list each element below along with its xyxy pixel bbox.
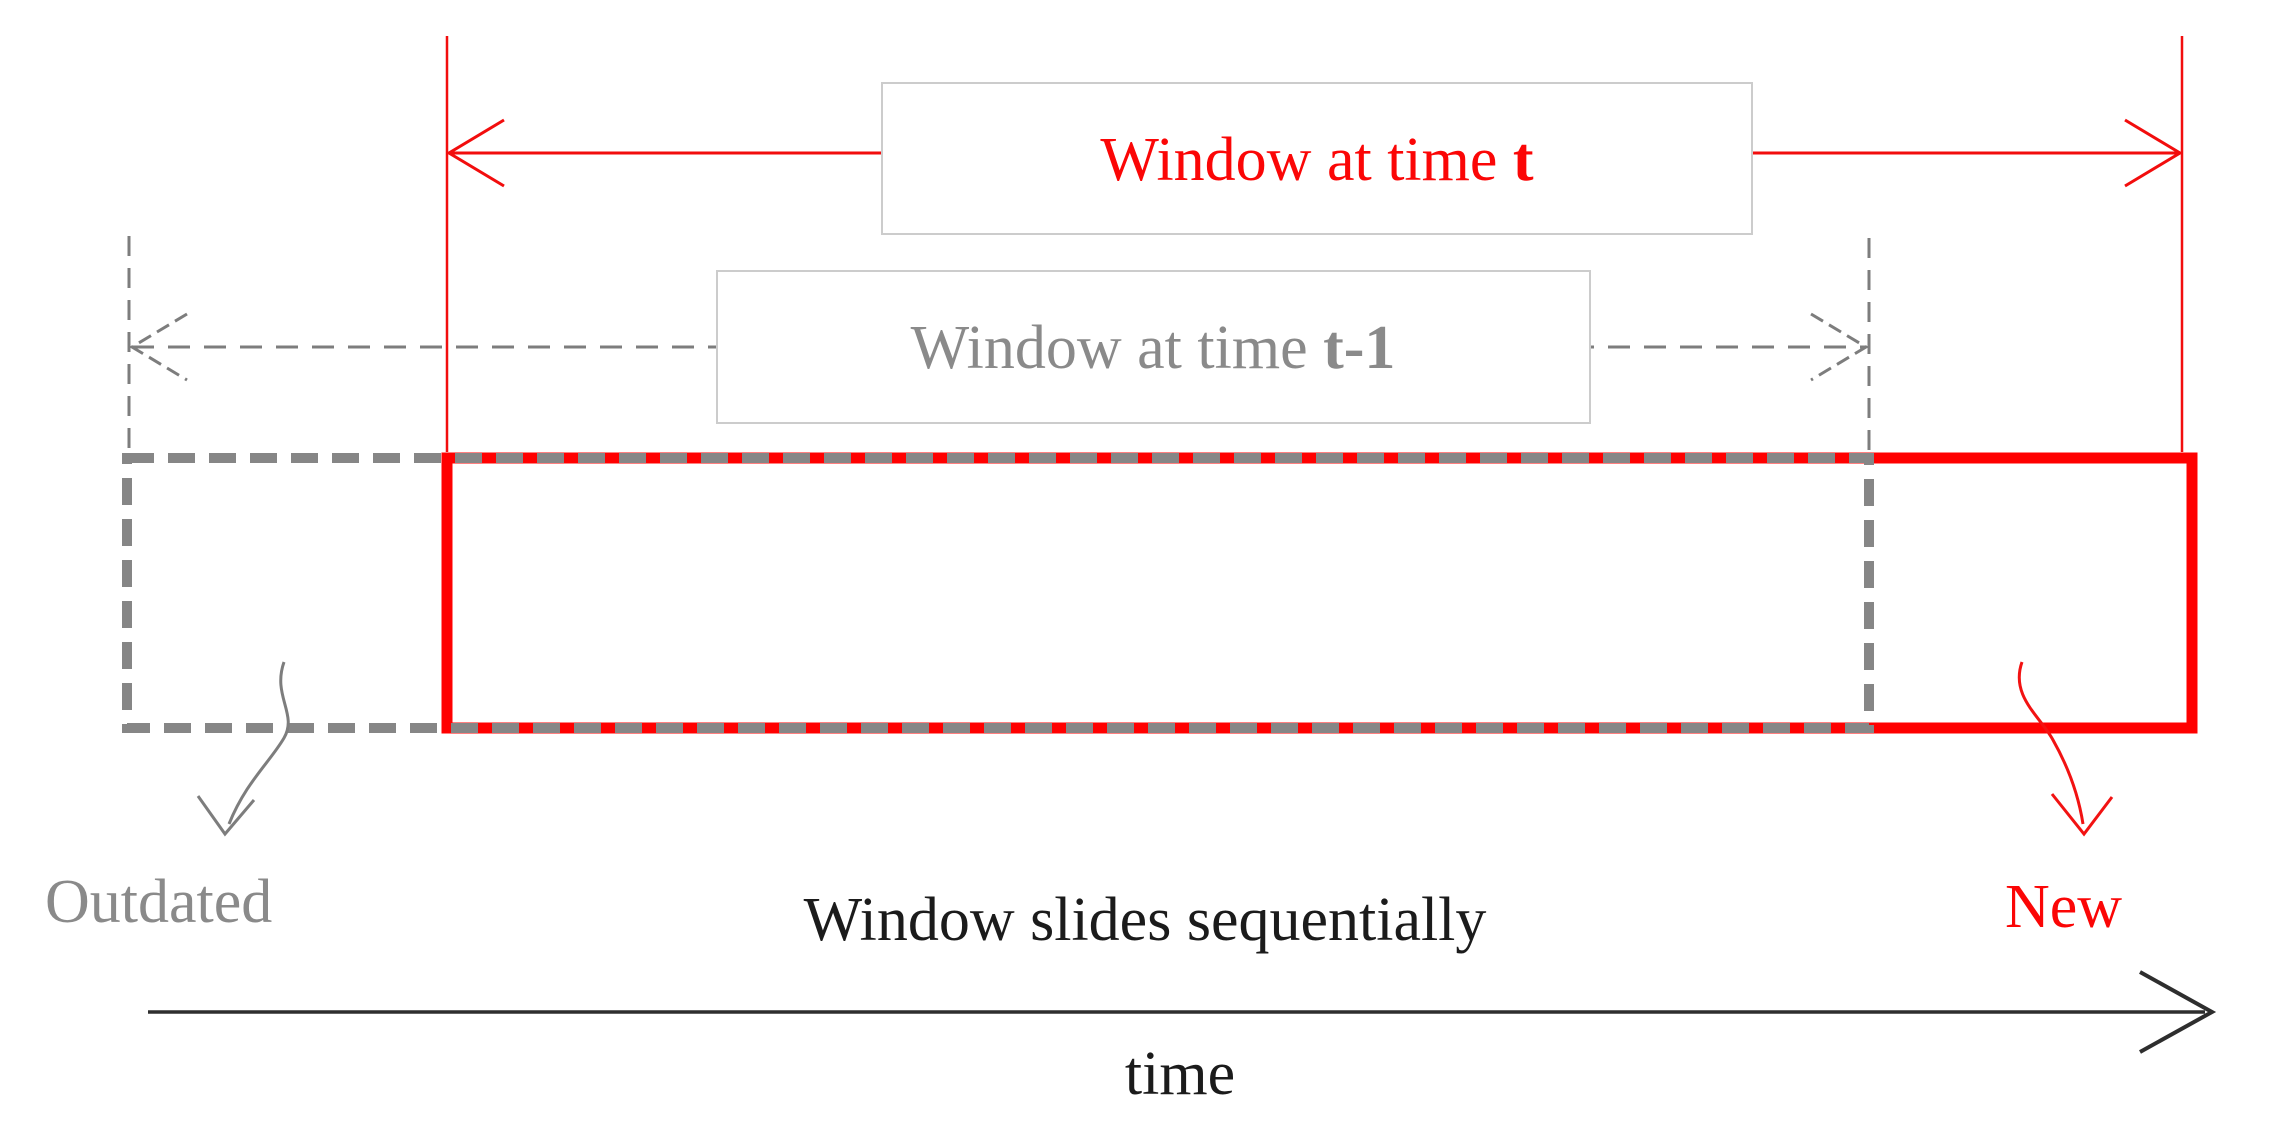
time-axis-arrow-black	[148, 970, 2217, 1054]
window-t-label-text: Window at time t	[1100, 126, 1533, 194]
window-t-rect	[441, 452, 2198, 734]
time-axis-label: time	[1125, 1040, 1235, 1108]
window-t-label-box: Window at time t	[881, 82, 1753, 235]
curvy-callout-arrow-gray	[196, 661, 290, 837]
curvy-callout-arrow-red	[2017, 661, 2114, 837]
window-t1-label-box: Window at time t-1	[716, 270, 1591, 424]
outdated-label: Outdated	[45, 868, 272, 936]
window-t1-rect	[122, 453, 1874, 733]
window-t1-label-text: Window at time t-1	[911, 314, 1396, 382]
slide-caption: Window slides sequentially	[804, 886, 1487, 954]
new-label: New	[2005, 873, 2122, 941]
